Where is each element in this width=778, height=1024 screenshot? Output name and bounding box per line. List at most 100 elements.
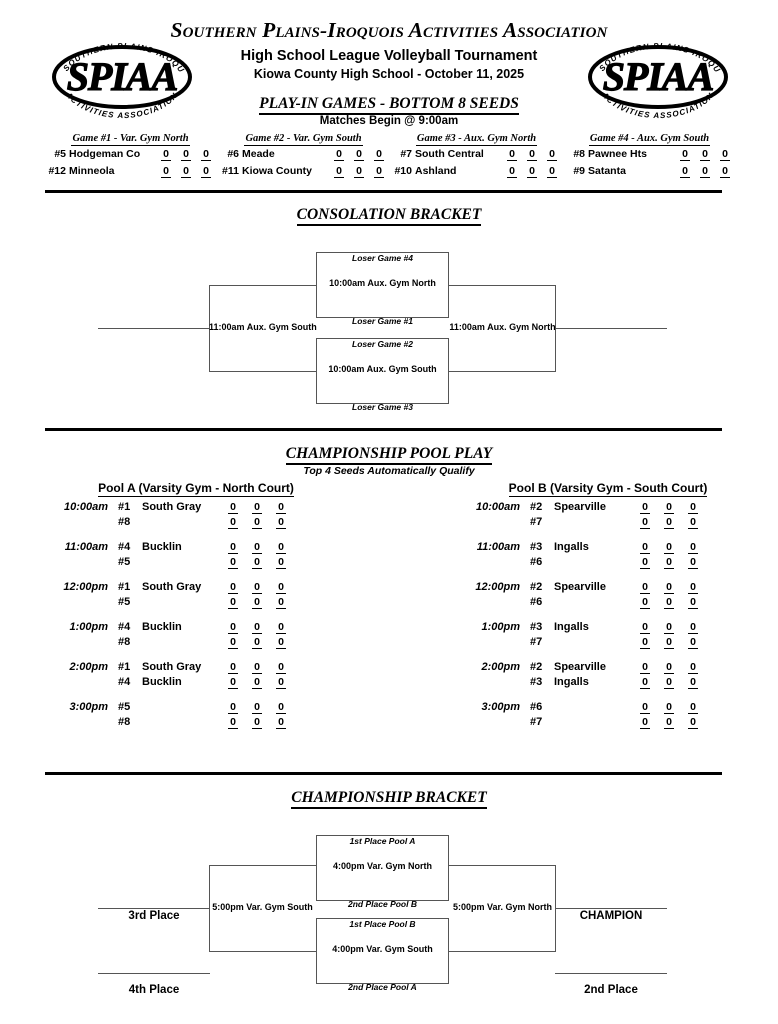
score-cell[interactable]: 0 <box>181 166 191 178</box>
score-cell[interactable]: 0 <box>664 582 674 594</box>
score-cell[interactable]: 0 <box>252 662 262 674</box>
score-cell[interactable]: 0 <box>276 717 286 729</box>
score-cell[interactable]: 0 <box>276 622 286 634</box>
score-cell[interactable]: 0 <box>252 502 262 514</box>
score-cell[interactable]: 0 <box>252 637 262 649</box>
pool-seed: #7 <box>530 716 543 728</box>
score-cell[interactable]: 0 <box>640 517 650 529</box>
score-cell[interactable]: 0 <box>664 702 674 714</box>
score-cell[interactable]: 0 <box>640 637 650 649</box>
score-cell[interactable]: 0 <box>720 166 730 178</box>
score-cell[interactable]: 0 <box>228 717 238 729</box>
score-cell[interactable]: 0 <box>680 166 690 178</box>
score-cell[interactable]: 0 <box>228 582 238 594</box>
score-cell[interactable]: 0 <box>664 622 674 634</box>
score-cell[interactable]: 0 <box>527 166 537 178</box>
score-cell[interactable]: 0 <box>688 542 698 554</box>
score-cell[interactable]: 0 <box>507 149 517 161</box>
score-cell[interactable]: 0 <box>547 149 557 161</box>
score-cell[interactable]: 0 <box>276 582 286 594</box>
score-cell[interactable]: 0 <box>688 702 698 714</box>
score-cell[interactable]: 0 <box>228 677 238 689</box>
score-cell[interactable]: 0 <box>252 557 262 569</box>
score-cell[interactable]: 0 <box>354 149 364 161</box>
score-cell[interactable]: 0 <box>252 597 262 609</box>
score-cell[interactable]: 0 <box>640 502 650 514</box>
score-cell[interactable]: 0 <box>252 702 262 714</box>
score-cell[interactable]: 0 <box>664 597 674 609</box>
score-cell[interactable]: 0 <box>680 149 690 161</box>
score-cell[interactable]: 0 <box>640 582 650 594</box>
score-cell[interactable]: 0 <box>181 149 191 161</box>
score-cell[interactable]: 0 <box>201 166 211 178</box>
score-cell[interactable]: 0 <box>688 662 698 674</box>
score-cell[interactable]: 0 <box>201 149 211 161</box>
score-cell[interactable]: 0 <box>252 517 262 529</box>
score-cell[interactable]: 0 <box>161 166 171 178</box>
score-cell[interactable]: 0 <box>640 557 650 569</box>
score-cell[interactable]: 0 <box>664 717 674 729</box>
score-cell[interactable]: 0 <box>228 597 238 609</box>
score-cell[interactable]: 0 <box>374 149 384 161</box>
score-cell[interactable]: 0 <box>664 542 674 554</box>
score-cell[interactable]: 0 <box>640 597 650 609</box>
score-cell[interactable]: 0 <box>688 557 698 569</box>
score-cell[interactable]: 0 <box>276 637 286 649</box>
score-cell[interactable]: 0 <box>640 542 650 554</box>
score-cell[interactable]: 0 <box>527 149 537 161</box>
score-cell[interactable]: 0 <box>334 166 344 178</box>
score-cell[interactable]: 0 <box>688 582 698 594</box>
score-cell[interactable]: 0 <box>374 166 384 178</box>
score-cell[interactable]: 0 <box>252 542 262 554</box>
score-cell[interactable]: 0 <box>688 622 698 634</box>
score-cell[interactable]: 0 <box>720 149 730 161</box>
score-cell[interactable]: 0 <box>664 637 674 649</box>
score-cell[interactable]: 0 <box>688 597 698 609</box>
score-cell[interactable]: 0 <box>252 677 262 689</box>
score-cell[interactable]: 0 <box>640 622 650 634</box>
score-cell[interactable]: 0 <box>228 637 238 649</box>
score-cell[interactable]: 0 <box>334 149 344 161</box>
score-cell[interactable]: 0 <box>688 517 698 529</box>
score-cell[interactable]: 0 <box>688 637 698 649</box>
score-cell[interactable]: 0 <box>252 717 262 729</box>
score-cell[interactable]: 0 <box>700 166 710 178</box>
score-cell[interactable]: 0 <box>276 517 286 529</box>
score-cell[interactable]: 0 <box>664 677 674 689</box>
score-cell[interactable]: 0 <box>228 502 238 514</box>
score-cell[interactable]: 0 <box>276 677 286 689</box>
score-cell[interactable]: 0 <box>507 166 517 178</box>
score-cell[interactable]: 0 <box>276 662 286 674</box>
score-cell[interactable]: 0 <box>276 502 286 514</box>
score-cell[interactable]: 0 <box>640 662 650 674</box>
score-cell[interactable]: 0 <box>228 702 238 714</box>
score-cell[interactable]: 0 <box>547 166 557 178</box>
score-cell[interactable]: 0 <box>228 542 238 554</box>
pool-team-name: Ingalls <box>554 541 589 553</box>
svg-text:SPIAA: SPIAA <box>67 54 178 99</box>
score-cell[interactable]: 0 <box>688 677 698 689</box>
score-cell[interactable]: 0 <box>688 717 698 729</box>
score-cell[interactable]: 0 <box>664 502 674 514</box>
score-cell[interactable]: 0 <box>664 517 674 529</box>
score-cell[interactable]: 0 <box>161 149 171 161</box>
score-cell[interactable]: 0 <box>640 702 650 714</box>
score-cell[interactable]: 0 <box>276 597 286 609</box>
score-cell[interactable]: 0 <box>252 622 262 634</box>
score-cell[interactable]: 0 <box>700 149 710 161</box>
score-cell[interactable]: 0 <box>276 557 286 569</box>
score-cell[interactable]: 0 <box>228 517 238 529</box>
score-cell[interactable]: 0 <box>252 582 262 594</box>
score-cell[interactable]: 0 <box>354 166 364 178</box>
score-cell[interactable]: 0 <box>640 677 650 689</box>
score-cell[interactable]: 0 <box>276 542 286 554</box>
score-cell[interactable]: 0 <box>664 557 674 569</box>
score-cell[interactable]: 0 <box>228 622 238 634</box>
score-cell[interactable]: 0 <box>228 557 238 569</box>
score-cell[interactable]: 0 <box>688 502 698 514</box>
score-cell[interactable]: 0 <box>228 662 238 674</box>
score-cell[interactable]: 0 <box>276 702 286 714</box>
score-cell[interactable]: 0 <box>640 717 650 729</box>
score-cell[interactable]: 0 <box>664 662 674 674</box>
